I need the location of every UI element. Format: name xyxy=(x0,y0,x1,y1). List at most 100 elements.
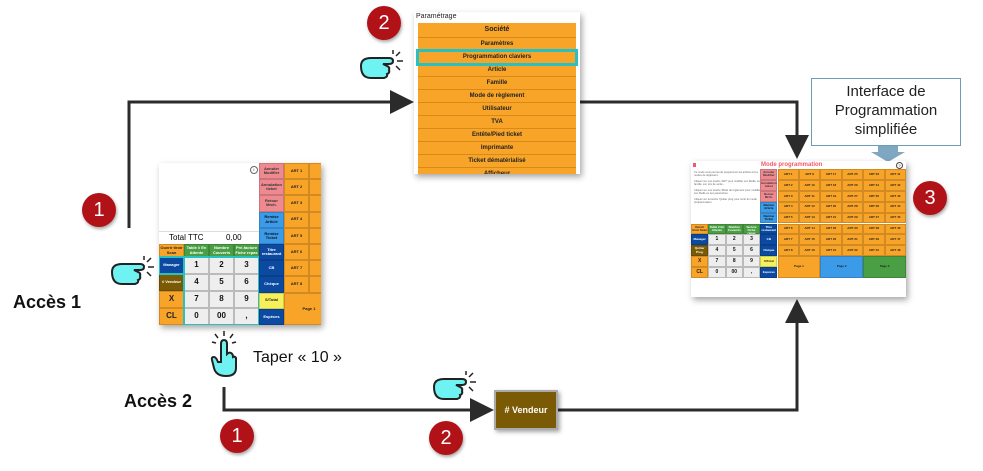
left-key[interactable]: Quitter Prog. xyxy=(691,245,709,257)
article-key[interactable]: ART 6 xyxy=(284,244,309,261)
article-key[interactable]: ART 15 xyxy=(798,234,821,246)
vendeur-button[interactable]: # Vendeur xyxy=(494,390,558,430)
article-key[interactable]: ART 11 xyxy=(798,190,821,202)
numpad-key[interactable]: 3 xyxy=(234,257,259,274)
numpad-key[interactable]: 9 xyxy=(742,256,761,268)
article-key[interactable]: ART 19 xyxy=(820,190,842,202)
payment-key[interactable]: Chèque xyxy=(760,245,778,257)
payment-key[interactable]: Remise Ticket xyxy=(259,227,284,244)
info-icon[interactable]: i xyxy=(250,166,258,174)
article-key[interactable]: ART 34 xyxy=(863,179,885,191)
article-key[interactable]: ART 3 xyxy=(777,190,799,202)
article-key[interactable]: ART 41 xyxy=(884,169,906,180)
article-key[interactable] xyxy=(309,179,321,196)
numpad-key[interactable]: 2 xyxy=(209,257,234,274)
page-button[interactable]: Page 3 xyxy=(863,256,906,278)
menu-item[interactable]: Article xyxy=(418,64,576,77)
article-key[interactable]: ART 22 xyxy=(820,223,842,235)
article-key[interactable]: ART 47 xyxy=(884,234,906,246)
article-key[interactable]: ART 9 xyxy=(798,169,821,180)
payment-key[interactable]: CB xyxy=(259,260,284,277)
payment-key[interactable]: Annuler Modifier xyxy=(259,163,284,180)
article-key[interactable]: ART 2 xyxy=(777,179,799,191)
article-key[interactable] xyxy=(309,163,321,180)
menu-item[interactable]: Mode de règlement xyxy=(418,90,576,103)
article-key[interactable] xyxy=(309,211,321,228)
menu-item[interactable]: Ticket dématérialisé xyxy=(418,155,576,168)
numpad-key[interactable]: 1 xyxy=(184,257,209,274)
article-key[interactable]: ART 1 xyxy=(777,169,799,180)
menu-item[interactable]: Utilisateur xyxy=(418,103,576,116)
article-key[interactable]: ART 48 xyxy=(884,245,906,257)
page-button[interactable]: Page 1 xyxy=(777,256,821,278)
page-button[interactable]: Page 2 xyxy=(820,256,864,278)
article-key[interactable]: ART 24 xyxy=(820,245,842,257)
function-key[interactable]: Ouvrir tiroir Scan xyxy=(159,244,184,257)
menu-item[interactable]: Entête/Pied ticket xyxy=(418,129,576,142)
article-key[interactable]: ART 7 xyxy=(284,260,309,277)
article-key[interactable]: ART 46 xyxy=(884,223,906,235)
article-key[interactable]: ART 5 xyxy=(777,212,799,224)
payment-key[interactable]: S/Total xyxy=(760,256,778,268)
left-key[interactable]: CL xyxy=(159,308,184,325)
article-key[interactable]: ART 31 xyxy=(841,234,864,246)
payment-key[interactable]: Remise Article xyxy=(259,211,284,228)
article-key[interactable]: ART 43 xyxy=(884,190,906,202)
menu-item[interactable]: Afficheur xyxy=(418,168,576,174)
numpad-key[interactable]: 1 xyxy=(708,234,726,246)
numpad-key[interactable]: 5 xyxy=(209,274,234,291)
numpad-key[interactable]: 8 xyxy=(725,256,743,268)
numpad-key[interactable]: 4 xyxy=(184,274,209,291)
article-key[interactable] xyxy=(309,195,321,212)
article-key[interactable]: ART 7 xyxy=(777,234,799,246)
article-key[interactable]: ART 36 xyxy=(863,201,885,213)
function-key[interactable]: Pré-facture Fiche repas xyxy=(742,222,761,235)
numpad-key[interactable]: 7 xyxy=(708,256,726,268)
article-key[interactable]: ART 17 xyxy=(820,169,842,180)
payment-key[interactable]: Espèces xyxy=(259,308,284,325)
article-key[interactable]: ART 14 xyxy=(798,223,821,235)
numpad-key[interactable]: 7 xyxy=(184,291,209,308)
function-key[interactable]: Nombre Couverts xyxy=(725,223,743,235)
article-key[interactable]: ART 13 xyxy=(798,212,821,224)
numpad-key[interactable]: 6 xyxy=(234,274,259,291)
article-key[interactable]: ART 37 xyxy=(863,212,885,224)
payment-key[interactable]: Retour Mrch. xyxy=(259,195,284,212)
article-key[interactable]: ART 42 xyxy=(884,179,906,191)
article-key[interactable]: ART 40 xyxy=(863,245,885,257)
article-key[interactable]: ART 35 xyxy=(863,190,885,202)
article-key[interactable] xyxy=(309,244,321,261)
function-key[interactable]: Table # En Attente xyxy=(184,244,209,257)
menu-item[interactable]: Paramètres xyxy=(418,38,576,51)
article-key[interactable]: ART 25 xyxy=(841,169,864,180)
numpad-key[interactable]: 5 xyxy=(725,245,743,257)
numpad-key[interactable]: 6 xyxy=(742,245,761,257)
left-key[interactable]: Manager xyxy=(691,234,709,246)
left-key[interactable]: Manager xyxy=(159,257,184,274)
article-key[interactable]: ART 10 xyxy=(798,179,821,191)
payment-key[interactable]: Annulation ticket xyxy=(760,179,778,191)
article-key[interactable]: ART 6 xyxy=(777,223,799,235)
trash-icon[interactable] xyxy=(693,163,696,167)
numpad-key[interactable]: 2 xyxy=(725,234,743,246)
left-key[interactable]: # Vendeur xyxy=(159,274,184,291)
article-key[interactable]: ART 8 xyxy=(284,276,309,293)
numpad-key[interactable]: 00 xyxy=(209,308,234,325)
function-key[interactable]: Pré-facture Fiche repas xyxy=(234,244,259,257)
article-key[interactable] xyxy=(309,227,321,244)
article-key[interactable]: ART 33 xyxy=(863,169,885,180)
article-key[interactable]: ART 27 xyxy=(841,190,864,202)
menu-item[interactable]: TVA xyxy=(418,116,576,129)
function-key[interactable]: Ouvrir tiroir Scan xyxy=(691,223,709,235)
article-key[interactable]: ART 1 xyxy=(284,163,309,180)
article-key[interactable]: ART 39 xyxy=(863,234,885,246)
numpad-key[interactable]: , xyxy=(742,267,761,278)
menu-item[interactable]: Société xyxy=(418,23,576,38)
numpad-key[interactable]: , xyxy=(234,308,259,325)
article-key[interactable]: ART 4 xyxy=(777,201,799,213)
payment-key[interactable]: Remise Ticket xyxy=(760,212,778,224)
article-key[interactable] xyxy=(309,260,321,277)
numpad-key[interactable]: 4 xyxy=(708,245,726,257)
article-key[interactable]: ART 20 xyxy=(820,201,842,213)
article-key[interactable]: ART 38 xyxy=(863,223,885,235)
